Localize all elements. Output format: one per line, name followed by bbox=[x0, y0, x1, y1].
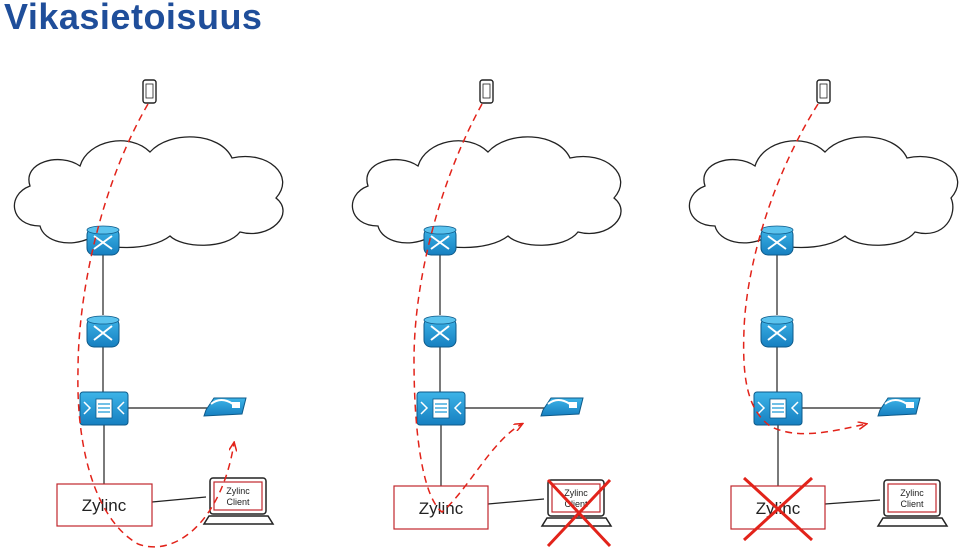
page-title: Vikasietoisuus bbox=[4, 0, 263, 37]
fail-x-icon bbox=[546, 478, 612, 548]
scenario-2: Zylinc Zylinc Client bbox=[351, 79, 622, 548]
pbx-server-icon bbox=[416, 391, 466, 426]
client-label-line1: Zylinc bbox=[564, 488, 588, 498]
call-path bbox=[413, 103, 522, 513]
zylinc-server-label: Zylinc bbox=[419, 499, 464, 518]
ip-phone-icon bbox=[203, 397, 247, 417]
client-label-line1: Zylinc bbox=[226, 486, 250, 496]
pbx-server-icon bbox=[753, 391, 803, 426]
switch-icon bbox=[423, 315, 457, 348]
zylinc-server-box: Zylinc bbox=[393, 485, 489, 530]
laptop-icon: Zylinc Client bbox=[202, 477, 275, 525]
laptop-icon: Zylinc Client bbox=[876, 479, 949, 527]
link-line bbox=[824, 499, 881, 505]
router-icon bbox=[760, 225, 794, 256]
cloud-icon bbox=[13, 136, 284, 249]
mobile-phone-icon bbox=[479, 79, 494, 104]
mobile-phone-icon bbox=[142, 79, 157, 104]
router-icon bbox=[423, 225, 457, 256]
ip-phone-icon bbox=[540, 397, 584, 417]
call-path bbox=[77, 103, 234, 548]
cloud-icon bbox=[351, 136, 622, 249]
fail-x-icon bbox=[742, 476, 814, 542]
link-line bbox=[487, 498, 545, 505]
scenario-1: Zylinc Zylinc Client bbox=[13, 79, 284, 548]
switch-icon bbox=[760, 315, 794, 348]
client-label-line2: Client bbox=[564, 499, 588, 509]
router-icon bbox=[86, 225, 120, 256]
zylinc-server-box: Zylinc bbox=[56, 483, 153, 527]
laptop-icon: Zylinc Client bbox=[540, 479, 613, 527]
cloud-icon bbox=[688, 136, 959, 249]
scenario-3: Zylinc Zylinc Client bbox=[688, 79, 959, 542]
call-path bbox=[742, 103, 866, 435]
ip-phone-icon bbox=[877, 397, 921, 417]
client-label-line2: Client bbox=[226, 497, 250, 507]
client-label-line1: Zylinc bbox=[900, 488, 924, 498]
switch-icon bbox=[86, 315, 120, 348]
link-line bbox=[151, 496, 207, 503]
mobile-phone-icon bbox=[816, 79, 831, 104]
zylinc-server-label: Zylinc bbox=[82, 496, 127, 515]
pbx-server-icon bbox=[79, 391, 129, 426]
client-label-line2: Client bbox=[900, 499, 924, 509]
